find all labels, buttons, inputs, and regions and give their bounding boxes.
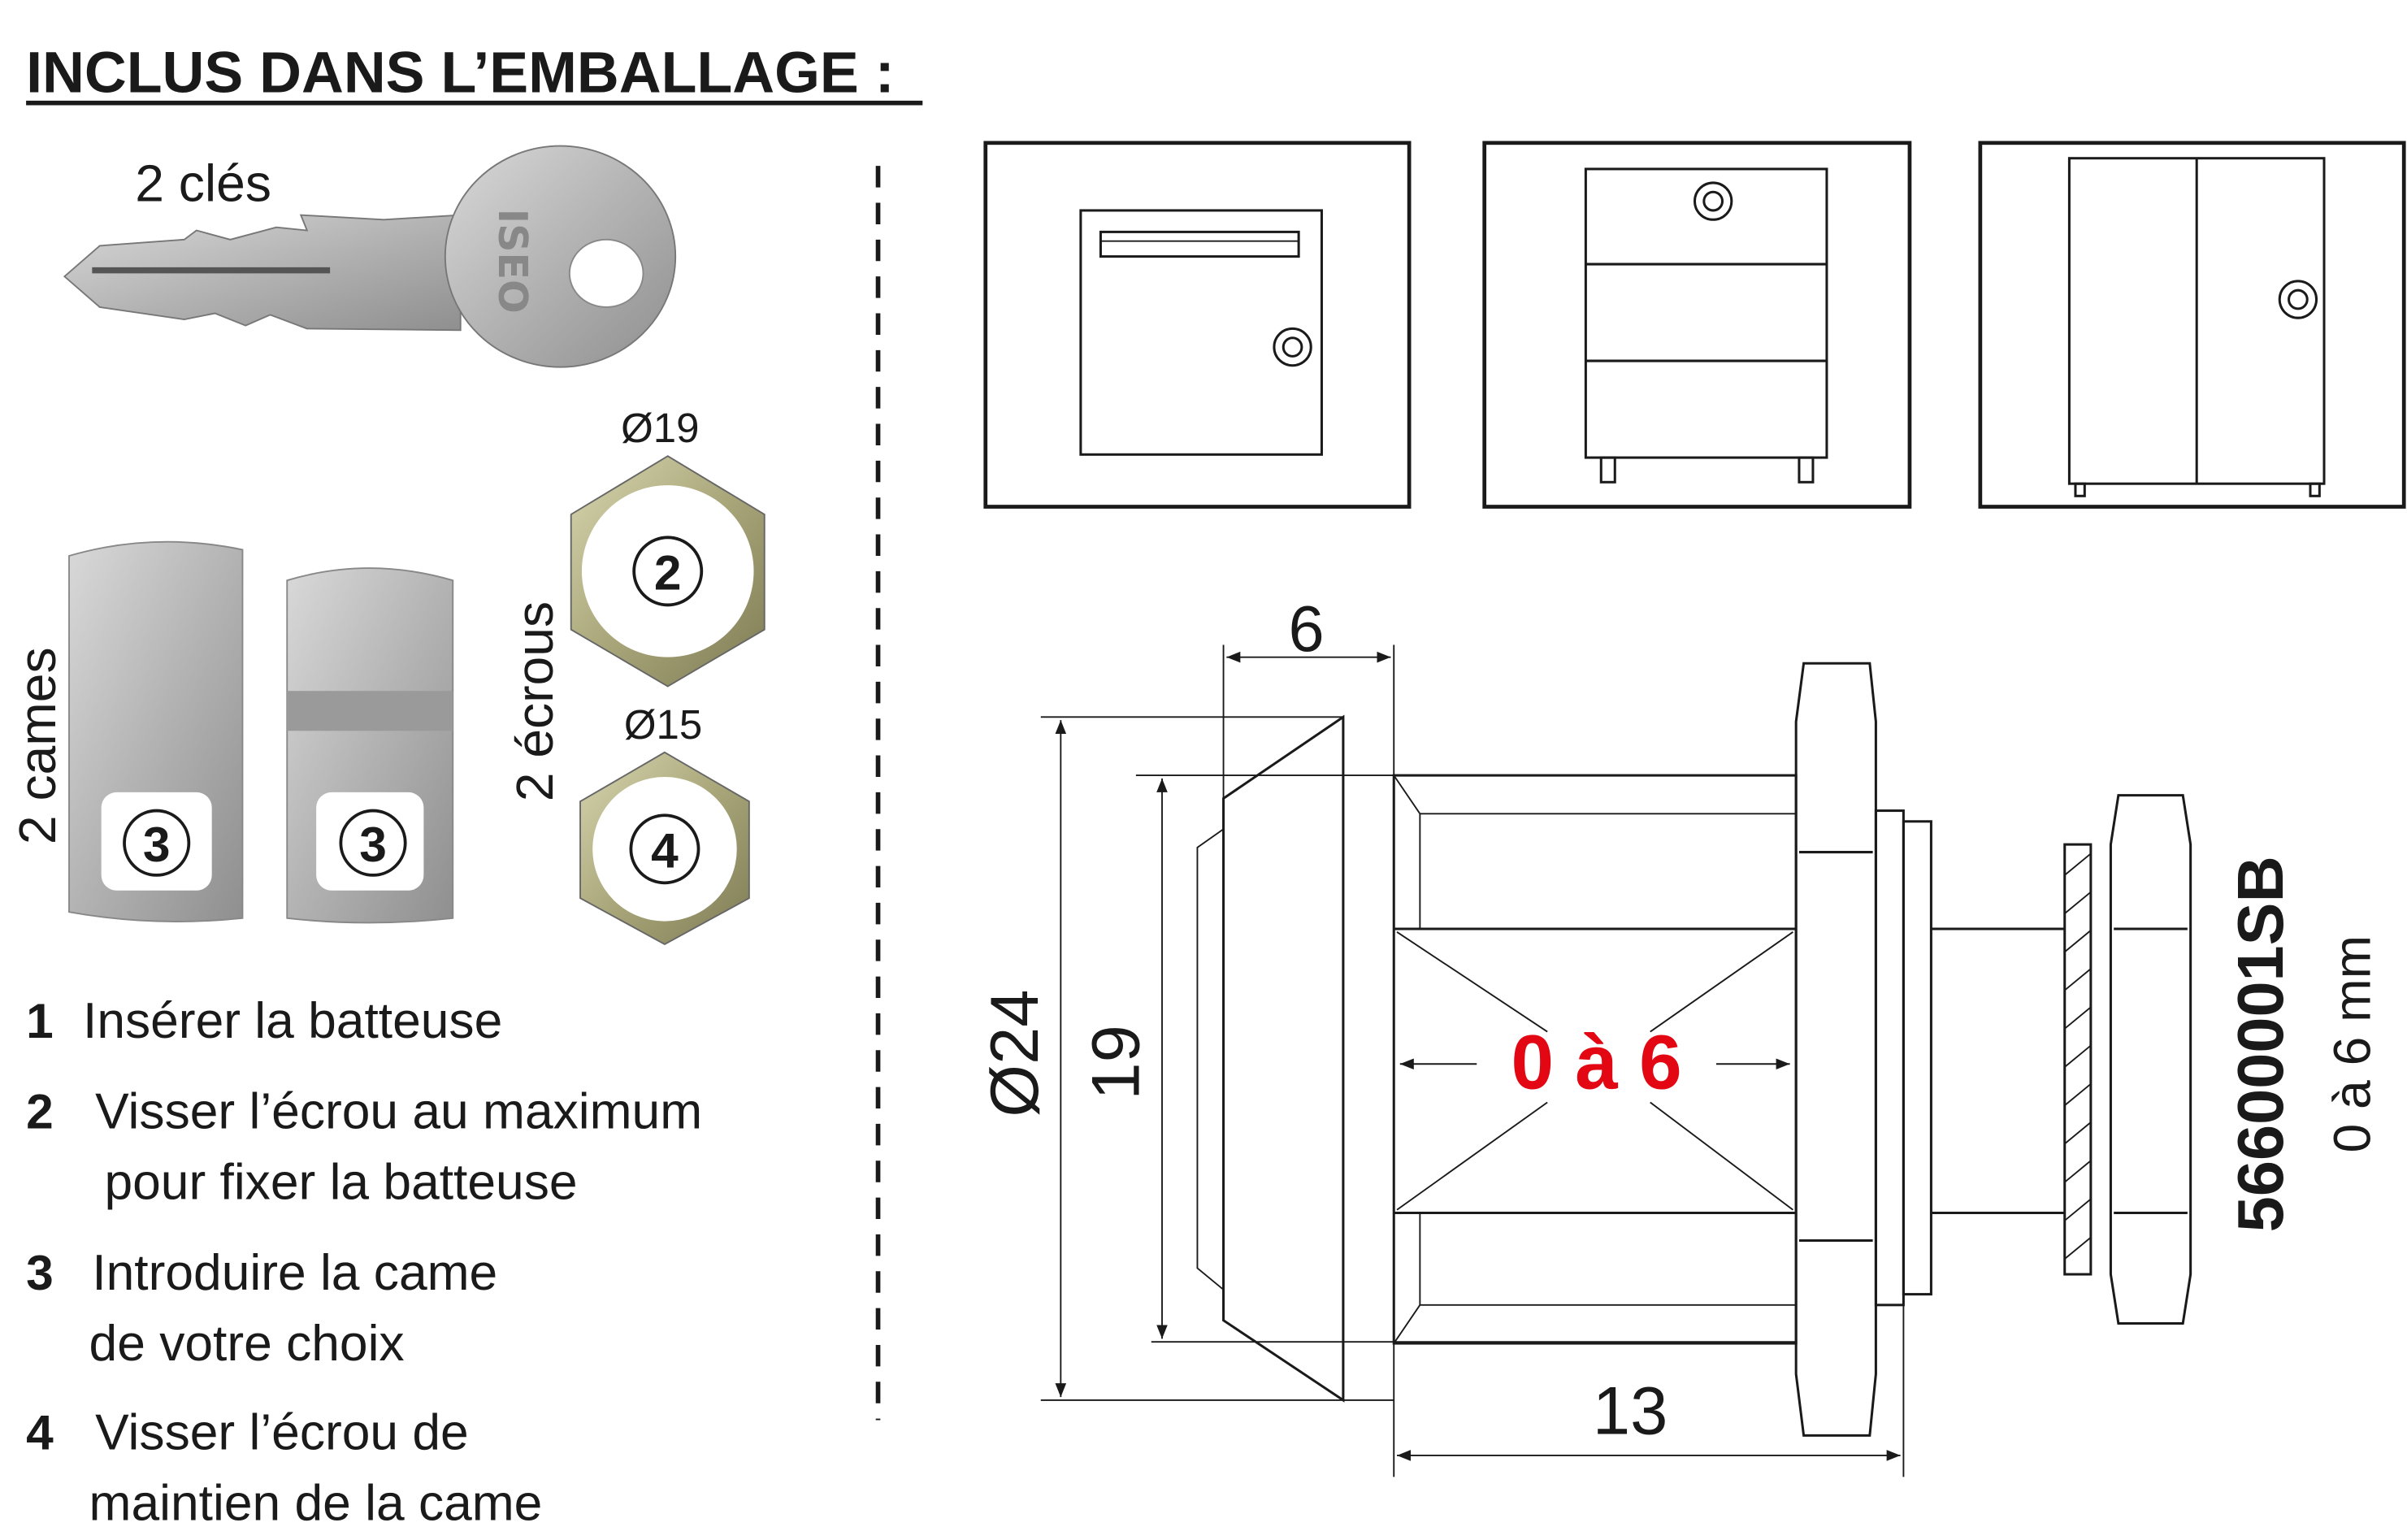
dimension-6-label: 6: [1289, 592, 1325, 665]
product-reference: 56600001SB: [2224, 856, 2296, 1232]
dimension-19-label: 19: [1078, 1025, 1154, 1100]
step-text: de votre choix: [89, 1316, 405, 1372]
cam-bent: 3: [286, 567, 454, 924]
step-badge: 3: [359, 817, 387, 872]
dimension-13-label: 13: [1593, 1373, 1668, 1449]
instruction-step-3: 3 Introduire la came de votre choix: [26, 1245, 497, 1372]
nut-small: 4: [579, 751, 750, 945]
instruction-step-1: 1 Insérer la batteuse: [26, 993, 502, 1049]
nuts-label: 2 écrous: [505, 601, 564, 801]
step-text: pour fixer la batteuse: [104, 1154, 577, 1210]
step-number: 1: [26, 993, 54, 1048]
lock-icon: [1693, 181, 1733, 221]
technical-drawing: 6 Ø24 19 13 0 à 6 56600001SB 0 à 6 mm: [977, 592, 2382, 1477]
step-number: 2: [26, 1084, 54, 1139]
lock-icon: [1273, 327, 1312, 367]
page-title: INCLUS DANS L’EMBALLAGE :: [26, 40, 895, 105]
step-text: Introduire la came: [92, 1245, 497, 1301]
step-text: Visser l’écrou au maximum: [95, 1084, 702, 1140]
drawing-large-nut: [1794, 662, 1877, 1437]
instruction-step-2: 2 Visser l’écrou au maximum pour fixer l…: [26, 1084, 702, 1211]
lock-icon: [2278, 280, 2318, 319]
step-badge: 3: [143, 817, 171, 872]
thickness-range-label: 0 à 6: [1511, 1019, 1682, 1105]
step-number: 3: [26, 1245, 54, 1300]
application-wardrobe: [1978, 141, 2406, 509]
drawing-small-nut: [2109, 794, 2192, 1325]
keys-label: 2 clés: [135, 154, 271, 213]
application-drawer-cabinet: [1482, 141, 1912, 509]
cam-flat: 3: [68, 540, 244, 922]
cams-label: 2 cames: [8, 647, 67, 844]
dimension-24-label: Ø24: [977, 989, 1052, 1117]
key-image: ISEO: [63, 145, 677, 368]
step-text: Insérer la batteuse: [83, 993, 502, 1049]
nut-large-diameter: Ø19: [621, 405, 699, 451]
nut-large: 2: [570, 455, 765, 688]
step-number: 4: [26, 1404, 54, 1460]
step-text: Visser l’écrou de: [95, 1404, 469, 1460]
instructions-list: 1 Insérer la batteuse 2 Visser l’écrou a…: [26, 993, 702, 1531]
reference-range: 0 à 6 mm: [2323, 935, 2382, 1153]
step-text: maintien de la came: [89, 1475, 543, 1531]
instruction-step-4: 4 Visser l’écrou de maintien de la came: [26, 1404, 542, 1531]
step-badge: 4: [651, 822, 679, 878]
step-badge: 2: [654, 545, 682, 601]
nut-small-diameter: Ø15: [624, 701, 702, 748]
application-mailbox: [983, 141, 1412, 509]
key-brand-engraving: ISEO: [489, 209, 536, 314]
drawing-panel: [2063, 843, 2093, 1276]
